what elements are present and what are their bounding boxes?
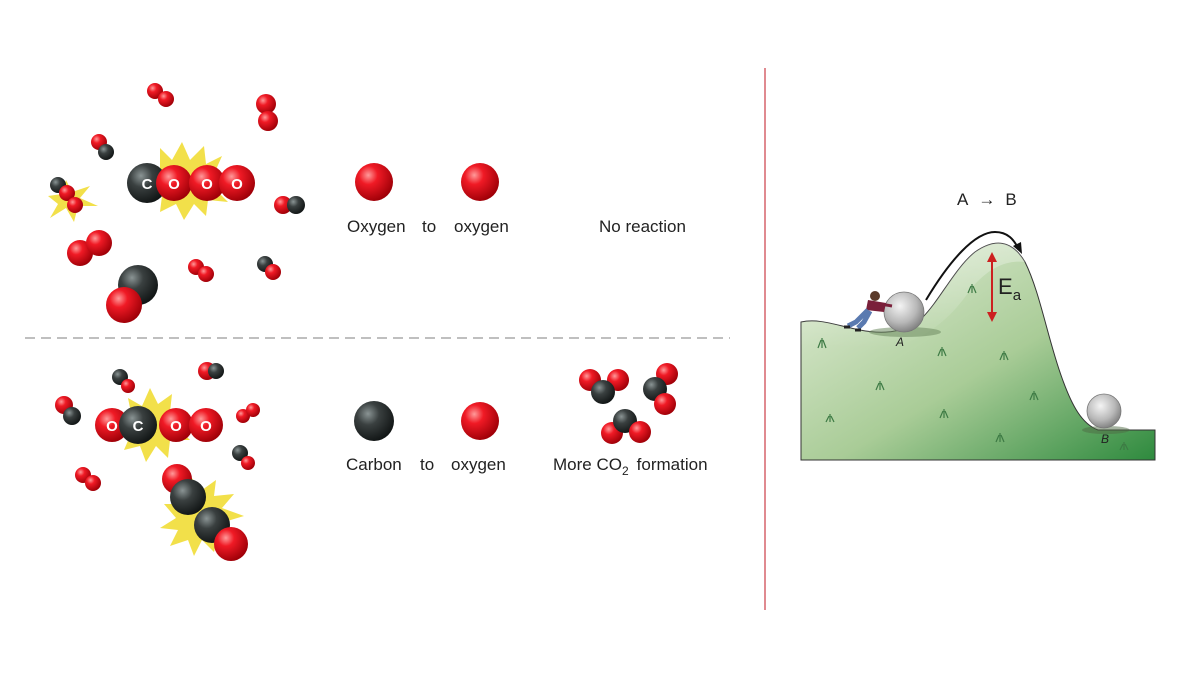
row2-caption-left: Carbon [346, 455, 402, 474]
reaction-path-arrow [925, 230, 1019, 301]
atom-label: C [142, 176, 153, 193]
row2-result: More CO2 formation [553, 455, 708, 478]
atom-label: O [231, 176, 243, 193]
row1-result: No reaction [599, 217, 686, 236]
oxygen-atom-icon [461, 402, 499, 440]
equation-left: A [957, 190, 969, 209]
row2-caption-mid: to [420, 455, 434, 474]
row1-caption-right: oxygen [454, 217, 509, 236]
atom-label: O [168, 176, 180, 193]
row2-caption-right: oxygen [451, 455, 506, 474]
co2-molecule-icon [601, 409, 651, 444]
person-pushing-icon [844, 291, 893, 332]
co2-molecule-icon [579, 369, 629, 404]
point-a-label: A [895, 335, 904, 349]
activation-energy-hill: A → B A [800, 190, 1156, 461]
row1-molecule-cloud: C O O O [48, 83, 305, 323]
activation-energy-label: Ea [998, 274, 1022, 304]
carbon-atom-icon [354, 401, 394, 441]
atom-label: O [170, 418, 182, 435]
row2-result-sub: 2 [622, 464, 629, 478]
atom-label: C [133, 418, 144, 435]
row1-legend: Oxygen to oxygen No reaction [347, 163, 686, 236]
oxygen-atom-icon [461, 163, 499, 201]
atom-label: O [200, 418, 212, 435]
atom-label: O [106, 418, 118, 435]
boulder-a [883, 291, 925, 333]
equation-right: B [1005, 190, 1016, 209]
oxygen-atom-icon [355, 163, 393, 201]
row1-caption-mid: to [422, 217, 436, 236]
grass-tufts [817, 284, 1129, 451]
row2-molecule-cloud: O C O O [55, 362, 260, 561]
boulder-b [1086, 393, 1122, 429]
atom-label: O [201, 176, 213, 193]
row1-caption-left: Oxygen [347, 217, 406, 236]
point-b-label: B [1101, 432, 1109, 446]
energy-label: E [998, 274, 1013, 299]
equation-label: A → B [957, 190, 1017, 209]
row2-result-tail: formation [637, 455, 708, 474]
equation-arrow: → [978, 190, 995, 209]
row2-result-main: More CO [553, 455, 622, 474]
co2-molecule-icon [643, 363, 678, 415]
energy-sub: a [1013, 287, 1022, 304]
row2-legend: Carbon to oxygen More CO2 formation [346, 363, 708, 478]
